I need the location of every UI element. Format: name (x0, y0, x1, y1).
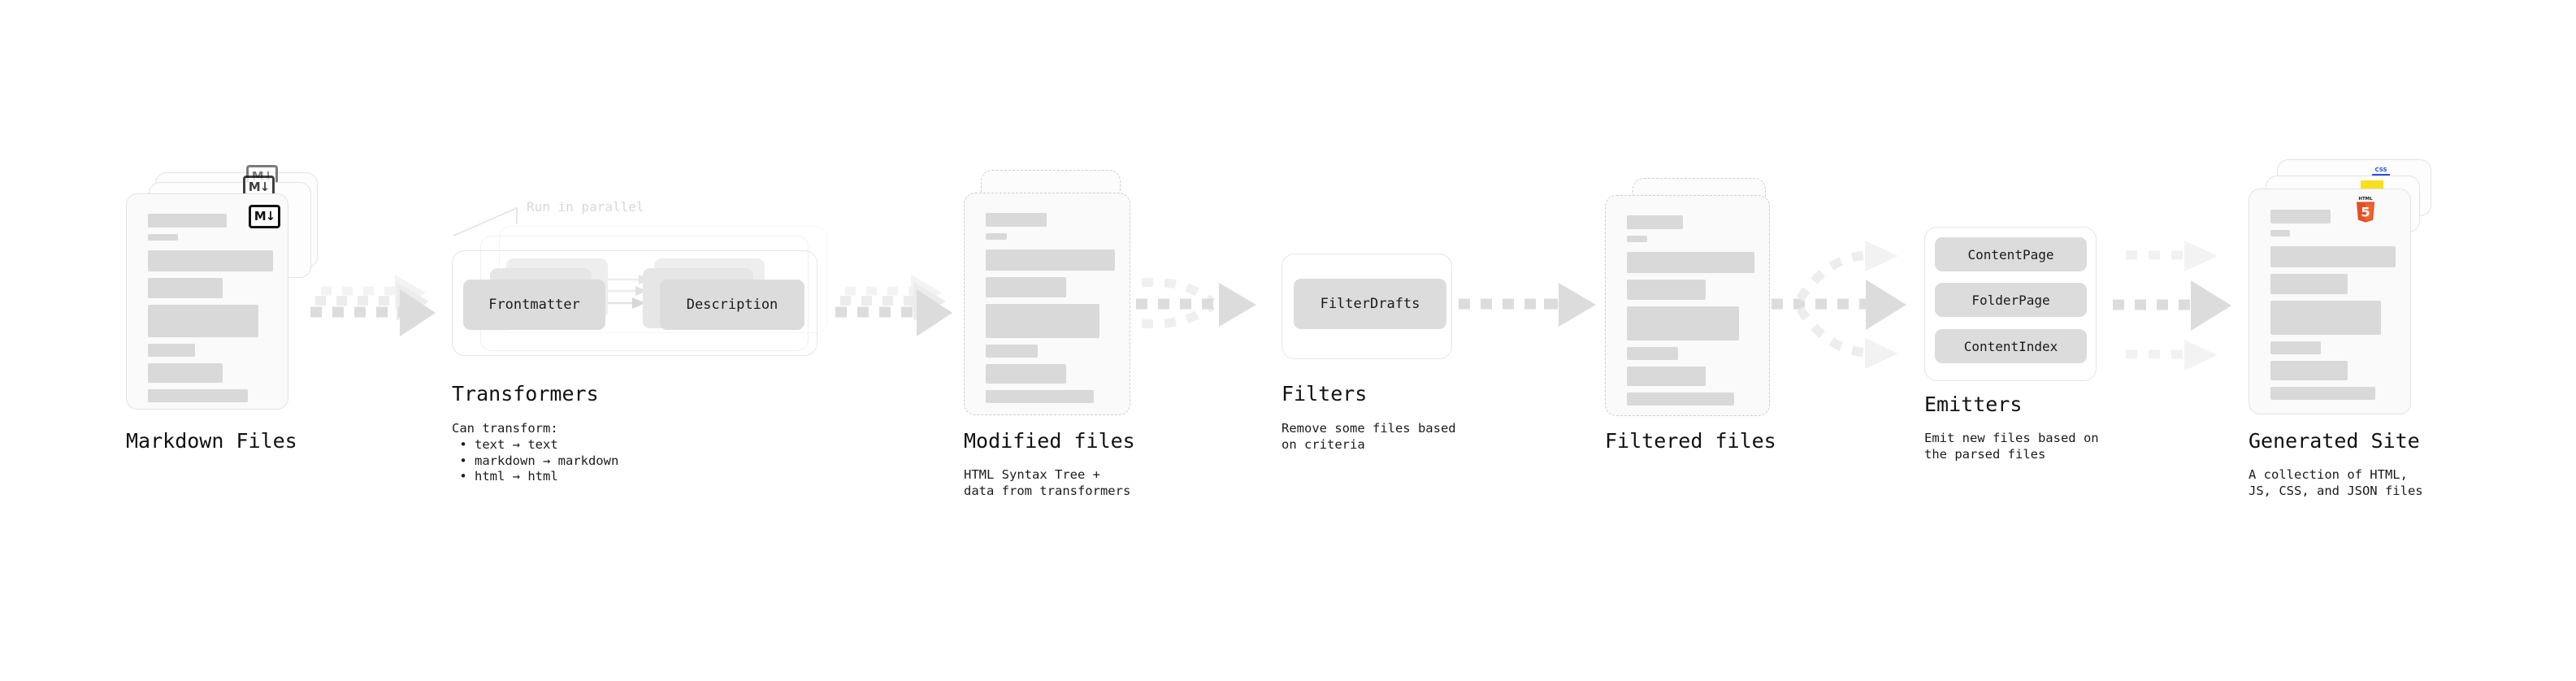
skeleton-bar (1627, 280, 1706, 301)
skeleton-bar (1627, 347, 1678, 361)
skeleton-bar (1627, 367, 1706, 387)
stage-subtitle-filters: Remove some files based on criteria (1281, 421, 1456, 452)
skeleton-bar (2270, 386, 2376, 400)
transformer-group-front[interactable] (452, 250, 817, 356)
connector-transformers-to-modified (835, 275, 952, 336)
filtered-card-front[interactable] (1605, 195, 1770, 416)
chip-folderpage[interactable]: FolderPage (1935, 283, 2087, 317)
skeleton-bar (1627, 215, 1684, 230)
stage-subtitle-transformers: Can transform: • text → text • markdown … (452, 421, 619, 484)
skeleton-bar (147, 362, 223, 383)
skeleton-bar (2270, 273, 2348, 294)
modified-card-front[interactable] (964, 193, 1130, 415)
stage-subtitle-emitters: Emit new files based on the parsed files (1924, 431, 2099, 462)
emitters-group[interactable] (1924, 227, 2097, 381)
skeleton-bar (986, 233, 1007, 241)
skeleton-bar (2270, 360, 2348, 380)
markdown-badge-arrow: ↓ (265, 209, 276, 223)
skeleton-bar (147, 213, 228, 228)
html5-badge: HTML 5 (2356, 197, 2375, 223)
skeleton-bar (2270, 229, 2291, 236)
skeleton-bar (1627, 236, 1648, 243)
skeleton-bar (147, 343, 196, 357)
skeleton-bar (147, 233, 178, 241)
stage-title-transformers: Transformers (452, 382, 599, 406)
skeleton-bar (986, 277, 1066, 298)
stage-title-markdown-files: Markdown Files (126, 429, 297, 453)
skeleton-bar (2270, 245, 2396, 267)
svg-text:CSS: CSS (2374, 167, 2387, 173)
connector-filtered-to-emitters (1772, 241, 1906, 369)
skeleton-bar (986, 249, 1115, 271)
skeleton-bar (986, 345, 1038, 358)
site-card-front[interactable] (2249, 189, 2411, 414)
filtered-card-skeleton (1627, 215, 1754, 406)
markdown-badge-arrow: ↓ (259, 180, 271, 194)
skeleton-bar (986, 304, 1099, 339)
markdown-badge-letter: M (248, 180, 261, 194)
chip-filterdrafts[interactable]: FilterDrafts (1294, 279, 1446, 329)
site-card-skeleton (2270, 209, 2396, 400)
stage-title-generated-site: Generated Site (2249, 429, 2420, 453)
chip-frontmatter[interactable]: Frontmatter (463, 280, 605, 330)
stage-title-filtered-files: Filtered files (1605, 429, 1776, 453)
stage-title-modified-files: Modified files (964, 429, 1135, 453)
markdown-card-front[interactable] (126, 193, 288, 410)
skeleton-bar (2270, 300, 2381, 335)
chip-contentpage[interactable]: ContentPage (1935, 237, 2087, 271)
html5-badge-wordmark: HTML (2358, 197, 2373, 202)
skeleton-bar (1627, 306, 1740, 341)
connector-emitters-to-site (2113, 241, 2231, 371)
html5-badge-digit: 5 (2361, 204, 2370, 219)
skeleton-bar (986, 213, 1047, 228)
modified-card-skeleton (986, 213, 1115, 404)
stage-title-emitters: Emitters (1924, 393, 2023, 416)
css-badge: CSS (2372, 167, 2390, 177)
stage-subtitle-modified-files: HTML Syntax Tree + data from transformer… (964, 467, 1131, 498)
chip-contentindex[interactable]: ContentIndex (1935, 329, 2087, 363)
skeleton-bar (147, 388, 249, 402)
skeleton-bar (147, 277, 223, 298)
markdown-badge: M↓ (249, 205, 280, 228)
chip-description[interactable]: Description (660, 280, 804, 330)
skeleton-bar (147, 249, 274, 271)
stage-title-filters: Filters (1281, 382, 1368, 406)
markdown-badge-letter: M (254, 209, 267, 223)
skeleton-bar (986, 364, 1066, 384)
connector-filters-to-filtered (1544, 283, 1596, 327)
connector-modified-to-filters (1136, 277, 1256, 329)
skeleton-bar (986, 390, 1095, 404)
skeleton-bar (1627, 393, 1734, 406)
skeleton-bar (2270, 340, 2321, 354)
markdown-card-skeleton (147, 213, 274, 402)
run-in-parallel-note: Run in parallel (527, 199, 644, 215)
skeleton-bar (2270, 209, 2331, 223)
stage-subtitle-generated-site: A collection of HTML, JS, CSS, and JSON … (2249, 467, 2423, 498)
connector-markdown-to-transformers (310, 275, 436, 336)
skeleton-bar (1627, 252, 1754, 274)
skeleton-bar (147, 304, 258, 337)
filters-group[interactable] (1281, 254, 1452, 359)
